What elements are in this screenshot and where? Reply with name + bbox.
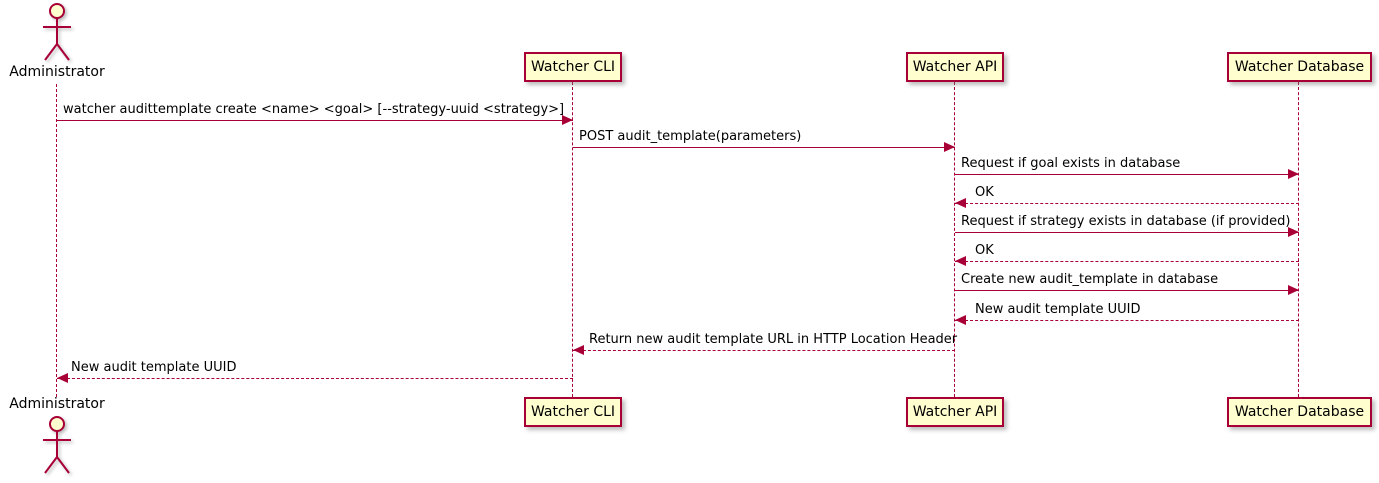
message-arrow xyxy=(955,203,1299,204)
message-arrow xyxy=(955,174,1299,175)
message-label: Request if strategy exists in database (… xyxy=(961,214,1291,229)
participant-watcher-cli-top: Watcher CLI xyxy=(524,52,622,82)
message-label: OK xyxy=(975,243,994,258)
lifeline-watcher-database xyxy=(1298,82,1299,397)
message-label: New audit template UUID xyxy=(975,302,1141,317)
arrowhead-right-icon xyxy=(944,142,955,152)
lifeline-administrator xyxy=(56,84,57,397)
arrowhead-left-icon xyxy=(955,315,966,325)
participant-label: Watcher Database xyxy=(1234,59,1365,75)
lifeline-watcher-cli xyxy=(572,82,573,397)
arrowhead-left-icon xyxy=(955,256,966,266)
arrowhead-right-icon xyxy=(1288,227,1299,237)
message-label: Return new audit template URL in HTTP Lo… xyxy=(589,332,958,347)
lifeline-watcher-api xyxy=(954,82,955,397)
participant-watcher-database-bottom: Watcher Database xyxy=(1227,397,1372,427)
participant-label: Watcher CLI xyxy=(530,404,616,420)
message-label: Create new audit_template in database xyxy=(961,272,1219,287)
participant-watcher-api-top: Watcher API xyxy=(906,52,1004,82)
message-arrow xyxy=(955,261,1299,262)
message-arrow xyxy=(573,350,955,351)
participant-watcher-api-bottom: Watcher API xyxy=(906,397,1004,427)
actor-icon-administrator-top xyxy=(43,3,71,61)
message-arrow xyxy=(955,290,1299,291)
arrowhead-left-icon xyxy=(573,345,584,355)
message-label: Request if goal exists in database xyxy=(961,156,1181,171)
message-label: watcher audittemplate create <name> <goa… xyxy=(63,102,565,117)
participant-label: Watcher API xyxy=(912,59,998,75)
participant-label: Watcher CLI xyxy=(530,59,616,75)
arrowhead-right-icon xyxy=(1288,285,1299,295)
arrowhead-left-icon xyxy=(57,373,68,383)
actor-label-administrator-top: Administrator xyxy=(9,64,105,80)
message-label: OK xyxy=(975,185,994,200)
participant-label: Watcher API xyxy=(912,404,998,420)
message-label: POST audit_template(parameters) xyxy=(579,129,802,144)
message-arrow xyxy=(57,378,573,379)
message-label: New audit template UUID xyxy=(71,360,237,375)
participant-label: Watcher Database xyxy=(1234,404,1365,420)
participant-watcher-database-top: Watcher Database xyxy=(1227,52,1372,82)
actor-icon-administrator-bottom xyxy=(43,416,71,474)
message-arrow xyxy=(57,120,573,121)
arrowhead-left-icon xyxy=(955,198,966,208)
message-arrow xyxy=(573,147,955,148)
arrowhead-right-icon xyxy=(562,115,573,125)
actor-label-administrator-bottom: Administrator xyxy=(9,396,105,412)
message-arrow xyxy=(955,232,1299,233)
arrowhead-right-icon xyxy=(1288,169,1299,179)
message-arrow xyxy=(955,320,1299,321)
participant-watcher-cli-bottom: Watcher CLI xyxy=(524,397,622,427)
